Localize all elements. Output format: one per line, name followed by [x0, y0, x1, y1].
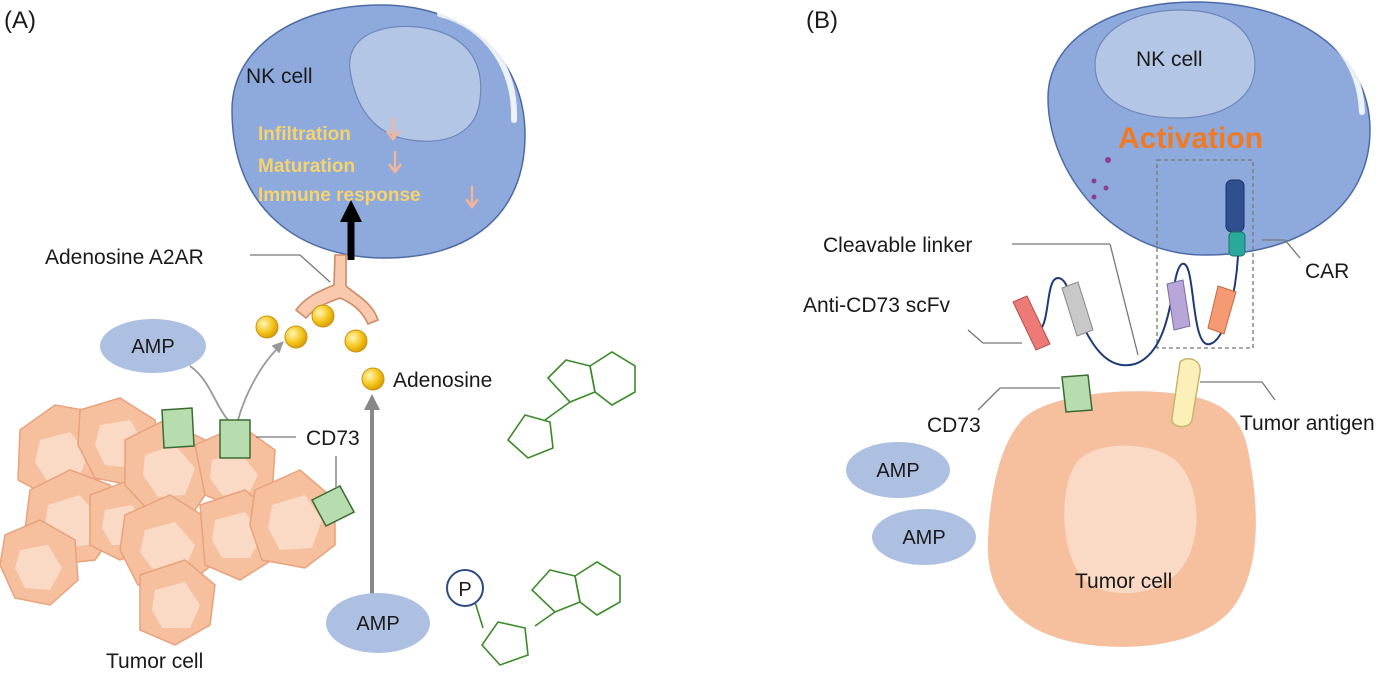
panel-a-label: (A)	[4, 7, 36, 34]
panel-b-label: (B)	[806, 7, 838, 34]
car-dashed-box	[1156, 159, 1254, 349]
scfv-domains-icon	[1012, 279, 1237, 351]
phosphate-icon	[446, 569, 484, 607]
amp-b1-label: AMP	[876, 460, 919, 482]
nk-cell-b	[1047, 1, 1371, 256]
cd73-label-b: CD73	[927, 414, 981, 437]
nk-cell-a	[231, 4, 526, 259]
cd73-enzymes-a	[161, 407, 356, 527]
car-transmembrane-icon	[1228, 231, 1246, 257]
effect-infiltration: Infiltration	[258, 124, 351, 145]
amp-b2-label: AMP	[902, 527, 945, 549]
effect-immune-response: Immune response	[258, 185, 421, 206]
car-label: CAR	[1305, 260, 1349, 283]
a2ar-label: Adenosine A2AR	[45, 246, 204, 269]
car-domain-icon	[1225, 179, 1245, 233]
adenosine-structure-icon	[506, 351, 636, 459]
amp-bottom-ellipse	[326, 593, 430, 653]
tumor-antigen-label: Tumor antigen	[1240, 412, 1375, 435]
cd73-label-a: CD73	[306, 427, 360, 450]
amp-b2-ellipse	[872, 509, 976, 565]
effect-maturation: Maturation	[258, 156, 355, 177]
down-arrow-icons	[386, 118, 479, 209]
scfv-label: Anti-CD73 scFv	[803, 294, 951, 317]
adenosine-molecules	[255, 304, 385, 391]
amp-structure-icon	[474, 561, 621, 666]
nucleus-a	[349, 25, 482, 142]
adenosine-label: Adenosine	[393, 369, 492, 392]
phosphate-label: P	[458, 579, 471, 601]
activation-label: Activation	[1118, 122, 1263, 155]
cd73-enzyme-b	[1061, 374, 1093, 413]
amp-b1-ellipse	[846, 442, 950, 498]
tumor-cell-cluster	[0, 397, 336, 646]
nucleus-b	[1094, 9, 1256, 119]
tumor-antigen-icon	[1171, 358, 1201, 428]
tumor-cell-label-a: Tumor cell	[106, 650, 203, 673]
tumor-cell-label-b: Tumor cell	[1075, 570, 1172, 593]
tumor-cell-b-core	[1064, 445, 1197, 594]
nk-cell-b-label: NK cell	[1136, 48, 1203, 71]
a2ar-receptor-icon	[294, 254, 379, 326]
cytokine-dots	[1091, 157, 1111, 200]
nk-cell-a-label: NK cell	[246, 65, 313, 88]
amp-top-ellipse	[100, 319, 206, 373]
amp-bottom-label: AMP	[356, 613, 399, 635]
cleavable-linker-curve	[1039, 255, 1239, 367]
amp-top-label: AMP	[131, 336, 174, 358]
signal-arrow-icon	[340, 200, 362, 260]
cleavable-linker-label: Cleavable linker	[823, 234, 972, 257]
